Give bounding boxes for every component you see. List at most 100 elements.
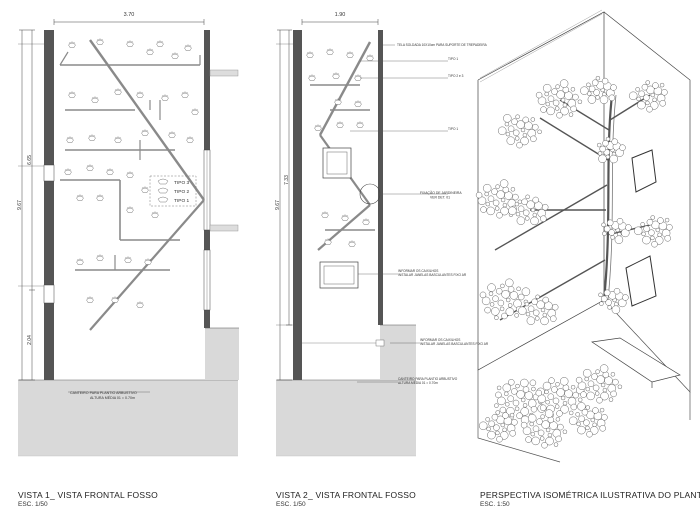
foliage-leaf bbox=[520, 421, 528, 429]
planter-pot bbox=[161, 95, 169, 101]
view1-scale: ESC. 1/50 bbox=[18, 501, 48, 508]
foliage-leaf bbox=[531, 436, 540, 446]
foliage-leaf bbox=[585, 386, 591, 392]
foliage-leaf bbox=[649, 101, 659, 110]
foliage-leaf bbox=[599, 301, 604, 306]
foliage-leaf bbox=[606, 219, 614, 227]
foliage-leaf bbox=[525, 311, 531, 317]
foliage-leaf bbox=[616, 217, 624, 225]
view1-planters bbox=[64, 38, 199, 308]
foliage-leaf bbox=[622, 294, 629, 301]
view1-planter-block bbox=[205, 328, 239, 380]
foliage-leaf bbox=[610, 390, 617, 398]
planter-pot bbox=[96, 195, 104, 201]
view1-legend-box bbox=[149, 175, 197, 207]
planter-pot bbox=[141, 187, 149, 193]
foliage-leaf bbox=[505, 307, 515, 316]
foliage-leaf bbox=[495, 391, 502, 399]
foliage-leaf bbox=[514, 136, 520, 141]
foliage-leaf bbox=[592, 384, 600, 392]
planter-foliage bbox=[366, 54, 374, 58]
foliage-leaf bbox=[551, 386, 558, 393]
view2-elevation: 1.90 9.67 7.33 TELA SOLDADA 10X10cm P bbox=[275, 12, 489, 457]
foliage-leaf bbox=[576, 421, 581, 427]
foliage-leaf bbox=[585, 405, 590, 410]
planter-pot bbox=[126, 207, 134, 213]
foliage-leaf bbox=[568, 112, 574, 117]
foliage-leaf bbox=[520, 397, 526, 403]
planter-pot bbox=[136, 92, 144, 98]
planter-foliage bbox=[171, 52, 179, 56]
view2-dim-top: 1.90 bbox=[335, 12, 346, 18]
view1-dim-total: 9.67 bbox=[17, 200, 23, 210]
foliage-leaf bbox=[501, 290, 510, 299]
foliage-leaf bbox=[540, 414, 545, 419]
foliage-leaf bbox=[570, 105, 577, 113]
foliage-leaf bbox=[518, 306, 527, 316]
planter-foliage bbox=[184, 44, 192, 48]
perspective-window-upper bbox=[631, 149, 657, 193]
planter-foliage bbox=[66, 136, 74, 140]
planter-pot bbox=[126, 172, 134, 178]
foliage-leaf bbox=[531, 386, 536, 392]
foliage-leaf bbox=[641, 83, 649, 91]
foliage-leaf bbox=[511, 388, 518, 395]
tree-branch bbox=[318, 41, 372, 136]
planter-pot bbox=[326, 49, 334, 55]
foliage-leaf bbox=[562, 102, 568, 108]
foliage-leaf bbox=[609, 154, 618, 164]
foliage-leaf bbox=[583, 419, 590, 426]
foliage-leaf bbox=[517, 293, 525, 301]
foliage-leaf bbox=[486, 206, 495, 216]
foliage-leaf bbox=[611, 305, 621, 314]
legend-tipo3: TIPO 3 bbox=[174, 180, 190, 186]
foliage-leaf bbox=[516, 412, 523, 419]
foliage-leaf bbox=[599, 145, 606, 153]
foliage-leaf bbox=[507, 303, 513, 308]
view2-note-1: TELA SOLDADA 10X10cm PARA SUPORTE DE TRE… bbox=[397, 43, 488, 47]
foliage-leaf bbox=[601, 222, 606, 228]
foliage-leaf bbox=[516, 286, 521, 292]
foliage-leaf bbox=[499, 406, 507, 414]
foliage-leaf bbox=[532, 425, 540, 433]
foliage-leaf bbox=[599, 95, 609, 104]
view2-left-wall bbox=[293, 30, 302, 380]
foliage-leaf bbox=[515, 383, 520, 389]
foliage-leaf bbox=[638, 90, 645, 98]
foliage-leaf bbox=[540, 316, 549, 326]
foliage-leaf bbox=[530, 216, 539, 226]
planter-foliage bbox=[96, 194, 104, 198]
foliage-leaf bbox=[484, 191, 489, 197]
perspective-shrubs bbox=[478, 364, 623, 449]
foliage-leaf bbox=[580, 391, 587, 398]
planter-foliage bbox=[341, 214, 349, 218]
planter-foliage bbox=[114, 136, 122, 140]
foliage-leaf bbox=[570, 403, 578, 411]
foliage-leaf bbox=[527, 413, 537, 423]
planter-pot bbox=[181, 92, 189, 98]
foliage-leaf bbox=[612, 378, 619, 386]
foliage-leaf bbox=[530, 431, 536, 437]
foliage-leaf bbox=[578, 415, 585, 423]
foliage-leaf bbox=[592, 407, 599, 414]
planter-foliage bbox=[141, 186, 149, 190]
planter-pot bbox=[146, 49, 154, 55]
foliage-leaf bbox=[504, 191, 513, 200]
foliage-leaf bbox=[585, 425, 590, 431]
foliage-leaf bbox=[589, 426, 599, 435]
foliage-leaf bbox=[577, 381, 587, 391]
planter-pot bbox=[186, 137, 194, 143]
foliage-leaf bbox=[560, 395, 566, 401]
foliage-leaf bbox=[506, 136, 516, 145]
planter-foliage bbox=[136, 91, 144, 95]
foliage-leaf bbox=[520, 136, 529, 146]
foliage-leaf bbox=[657, 217, 664, 224]
foliage-leaf bbox=[515, 114, 520, 119]
foliage-leaf bbox=[507, 125, 515, 133]
foliage-leaf bbox=[587, 380, 595, 388]
foliage-leaf bbox=[536, 418, 543, 425]
foliage-leaf bbox=[591, 373, 598, 380]
foliage-leaf bbox=[650, 235, 655, 241]
foliage-leaf bbox=[666, 224, 673, 231]
